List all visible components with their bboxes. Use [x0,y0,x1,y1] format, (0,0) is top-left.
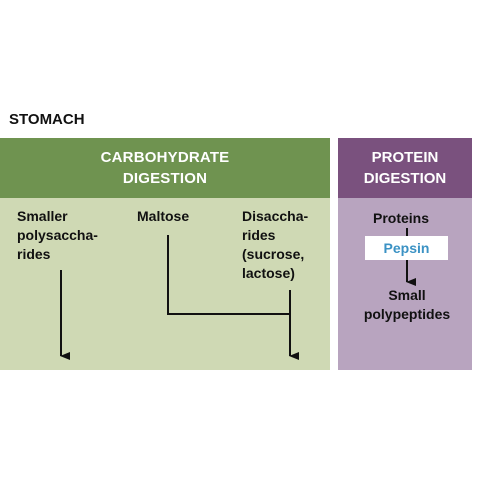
carbohydrate-digestion-panel: CARBOHYDRATE DIGESTION [0,138,330,370]
proteins-label: Proteins [373,210,430,226]
maltose-connector [167,235,290,315]
pepsin-enzyme-box: Pepsin [365,236,448,260]
disaccharides-label: Disaccha- rides (sucrose, lactose) [242,208,309,281]
maltose-label: Maltose [137,208,190,224]
section-title: STOMACH [9,111,85,128]
pepsin-label: Pepsin [383,240,430,256]
carbohydrate-header-label: CARBOHYDRATE DIGESTION [100,149,230,187]
protein-header: PROTEIN DIGESTION [338,138,472,198]
carbohydrate-header: CARBOHYDRATE DIGESTION [0,138,330,198]
protein-header-label: PROTEIN DIGESTION [363,149,447,187]
small-polypeptides-label: Small polypeptides [363,287,451,322]
smaller-polysaccharides-label: Smaller polysaccha- rides [17,208,98,262]
